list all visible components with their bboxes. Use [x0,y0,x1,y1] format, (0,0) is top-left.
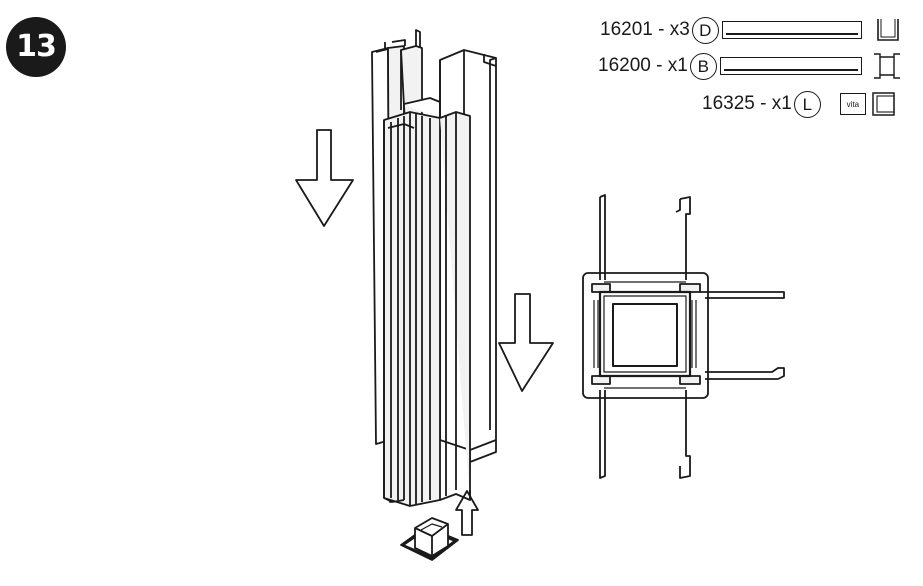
part-row-16201: 16201 - x3 D [600,16,904,44]
part-letter-badge: L [793,90,821,118]
profile-d-bar [721,21,862,39]
profile-front [383,111,471,507]
profile-b-section-icon [873,53,900,79]
part-row-16200: 16200 - x1 B [598,52,903,80]
profile-d-section-icon [877,19,899,41]
end-cap-section-icon [872,92,895,116]
part-code: 16201 [600,19,653,40]
profile-b-bar [719,57,862,75]
up-arrow-icon [455,490,479,536]
part-separator: - [650,55,668,76]
part-code: 16325 [702,93,755,114]
down-arrow-icon [295,129,354,227]
down-arrow-icon [498,293,554,392]
part-separator: - [652,19,670,40]
part-qty: x1 [771,93,792,114]
cross-section-plan [582,194,785,479]
part-row-16325: 16325 - x1 L vita [702,90,897,118]
part-letter-badge: D [691,16,719,44]
profile-middle-back [400,29,441,125]
part-letter-badge: B [689,52,717,80]
part-code: 16200 [598,55,651,76]
part-qty: x3 [669,19,690,40]
vita-logo-box: vita [839,93,866,115]
part-separator: - [754,93,772,114]
step-number-badge: 13 [6,17,66,77]
end-cap-16325 [400,517,459,561]
part-qty: x1 [667,55,688,76]
